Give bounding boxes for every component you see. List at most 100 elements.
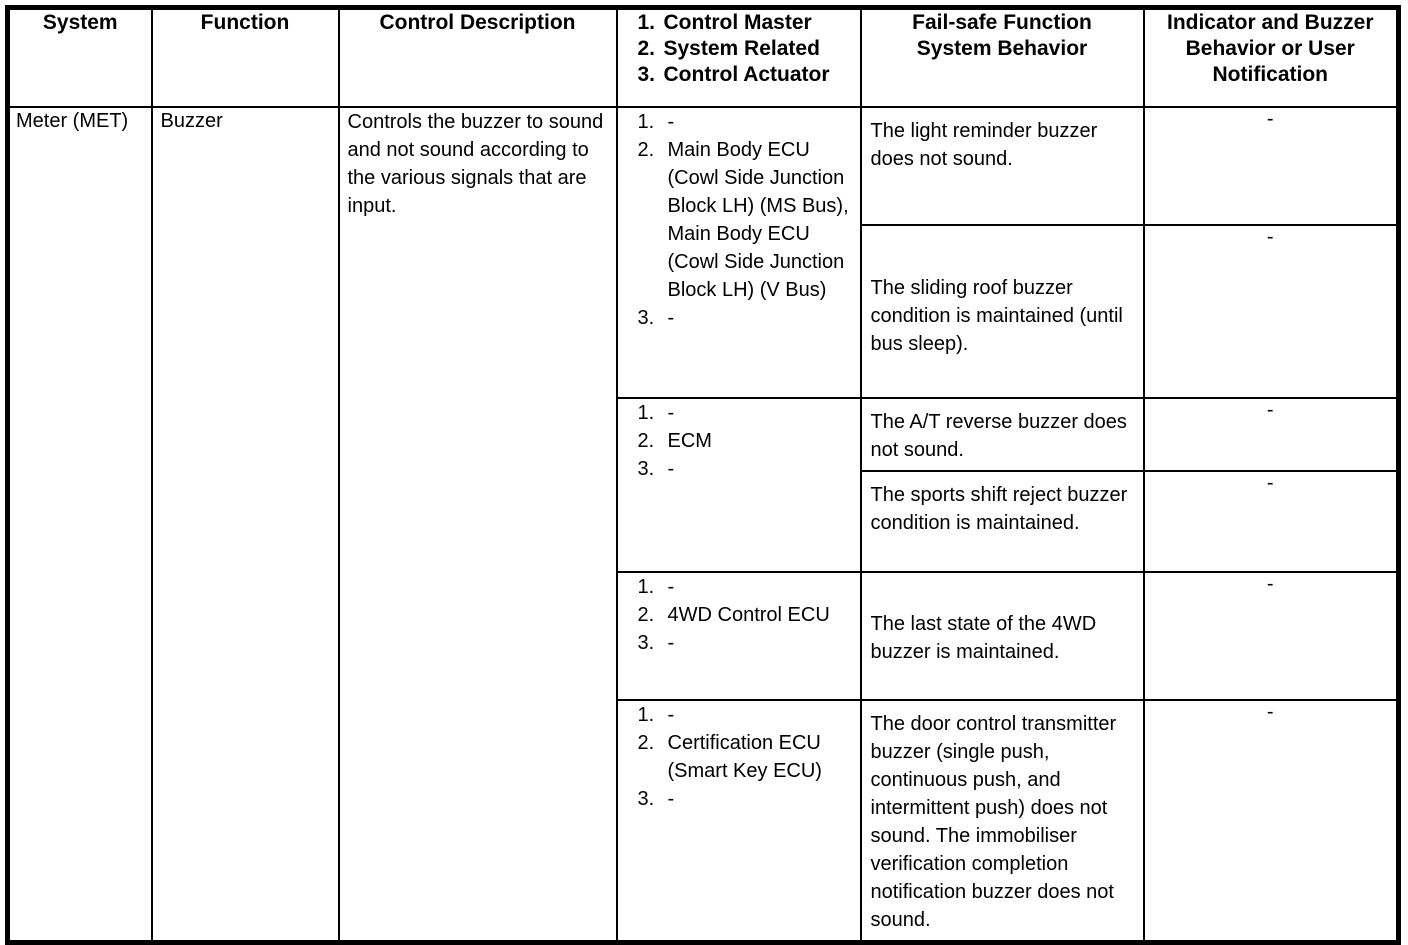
control-master-item: 3. - (638, 304, 854, 332)
cell-indicator-notification: - (1142, 397, 1400, 472)
control-master-header-item: 2. System Related (638, 36, 860, 62)
list-number: 3. (637, 458, 655, 480)
list-text: Control Master (663, 11, 812, 34)
list-text: - (667, 307, 675, 329)
list-number: 3. (637, 632, 655, 654)
cell-control-master-group-1: 1. - 2. Main Body ECU (Cowl Side Junctio… (615, 106, 862, 399)
indicator-header-line-1: Indicator and Buzzer (1166, 11, 1374, 34)
list-text: - (667, 704, 675, 726)
control-master-list: 1. - 2. ECM 3. - (618, 399, 860, 483)
failsafe-function-table: System Function Control Description 1. C… (5, 5, 1401, 945)
control-master-item: 1. - (638, 701, 854, 729)
control-master-header-list: 1. Control Master 2. System Related 3. C… (638, 10, 860, 88)
control-master-item: 2. ECM (638, 427, 854, 455)
failsafe-behavior-value: The light reminder buzzer does not sound… (870, 120, 1098, 170)
control-master-header-item: 3. Control Actuator (638, 62, 860, 88)
list-number: 3. (637, 307, 655, 329)
list-number: 1. (637, 402, 655, 424)
cell-control-master-group-4: 1. - 2. Certification ECU (Smart Key ECU… (615, 699, 862, 944)
control-master-item: 1. - (638, 399, 854, 427)
list-number: 1. (637, 576, 655, 598)
list-number: 1. (637, 11, 656, 34)
failsafe-behavior-wrap: The last state of the 4WD buzzer is main… (862, 573, 1143, 699)
table-header: System Function Control Description 1. C… (6, 6, 1400, 108)
table-row: Meter (MET) Buzzer Controls the buzzer t… (6, 106, 1400, 944)
list-text: - (667, 458, 675, 480)
table-row: 1. - 2. ECM 3. - The A/T r (8, 397, 1400, 573)
table-row: 1. - 2. Certification ECU (Smart Key ECU… (8, 699, 1400, 944)
table-row: 1. - 2. 4WD Control ECU 3. - (8, 571, 1400, 701)
cell-indicator-notification: - (1142, 699, 1400, 944)
column-header-function-label: Function (200, 11, 290, 34)
column-header-control-description: Control Description (337, 6, 618, 108)
list-number: 3. (637, 788, 655, 810)
cell-indicator-notification: - (1142, 224, 1400, 399)
failsafe-header-line-1: Fail-safe Function (912, 11, 1092, 34)
list-text: - (667, 576, 675, 598)
cell-failsafe-behavior: The sports shift reject buzzer condition… (859, 470, 1145, 573)
column-header-control-description-label: Control Description (379, 11, 576, 34)
list-number: 2. (637, 604, 655, 626)
control-master-list: 1. - 2. Certification ECU (Smart Key ECU… (618, 701, 860, 813)
cell-indicator-notification: - (1142, 571, 1400, 701)
indicator-header-line-2: Behavior or User (1185, 37, 1355, 60)
failsafe-behavior-value: The last state of the 4WD buzzer is main… (870, 612, 1097, 663)
list-number: 2. (637, 732, 655, 754)
header-row: System Function Control Description 1. C… (6, 6, 1400, 108)
cell-indicator-notification: - (1142, 106, 1400, 226)
list-number: 2. (637, 430, 655, 452)
list-text: - (667, 632, 675, 654)
control-master-item: 3. - (638, 785, 854, 813)
table-body: Meter (MET) Buzzer Controls the buzzer t… (6, 106, 1400, 944)
indicator-notification-value: - (1266, 108, 1274, 130)
indicator-notification-value: - (1266, 399, 1274, 421)
cell-indicator-notification: - (1142, 470, 1400, 573)
indicator-notification-value: - (1266, 573, 1274, 595)
column-header-system-label: System (42, 11, 118, 34)
column-header-control-master: 1. Control Master 2. System Related 3. C… (615, 6, 862, 108)
failsafe-behavior-value: The sliding roof buzzer condition is mai… (870, 277, 1123, 355)
cell-control-master-group-3: 1. - 2. 4WD Control ECU 3. - (615, 571, 862, 701)
cell-failsafe-behavior: The A/T reverse buzzer does not sound. (859, 397, 1145, 472)
list-text: Certification ECU (Smart Key ECU) (667, 732, 822, 782)
indicator-notification-value: - (1266, 701, 1274, 723)
system-value: Meter (MET) (16, 110, 129, 132)
control-master-item: 1. - (638, 108, 854, 136)
column-header-indicator-buzzer: Indicator and Buzzer Behavior or User No… (1142, 6, 1400, 108)
table-row: The sports shift reject buzzer condition… (8, 470, 1400, 573)
list-number: 1. (637, 111, 655, 133)
column-header-function: Function (150, 6, 340, 108)
cell-control-description: Controls the buzzer to sound and not sou… (337, 106, 618, 944)
list-number: 2. (637, 139, 655, 161)
list-number: 2. (637, 37, 656, 60)
control-master-header-item: 1. Control Master (638, 10, 860, 36)
failsafe-header-line-2: System Behavior (916, 37, 1088, 60)
list-number: 3. (637, 63, 656, 86)
function-value: Buzzer (160, 110, 223, 132)
control-master-list: 1. - 2. 4WD Control ECU 3. - (618, 573, 860, 657)
indicator-notification-value: - (1266, 226, 1274, 248)
failsafe-behavior-value: The door control transmitter buzzer (sin… (870, 713, 1117, 931)
control-master-item: 2. Main Body ECU (Cowl Side Junction Blo… (638, 136, 854, 304)
list-text: Control Actuator (663, 63, 830, 86)
indicator-notification-value: - (1266, 472, 1274, 494)
list-text: Main Body ECU (Cowl Side Junction Block … (667, 139, 849, 301)
column-header-system: System (6, 6, 153, 108)
list-text: ECM (667, 430, 712, 452)
cell-failsafe-behavior: The door control transmitter buzzer (sin… (859, 699, 1145, 944)
cell-failsafe-behavior: The sliding roof buzzer condition is mai… (859, 224, 1145, 399)
column-header-failsafe-function: Fail-safe Function System Behavior (859, 6, 1145, 108)
failsafe-behavior-value: The A/T reverse buzzer does not sound. (870, 411, 1127, 461)
control-master-item: 2. Certification ECU (Smart Key ECU) (638, 729, 854, 785)
list-text: System Related (663, 37, 820, 60)
indicator-header-line-3: Notification (1212, 63, 1329, 86)
control-master-item: 2. 4WD Control ECU (638, 601, 854, 629)
list-text: 4WD Control ECU (667, 604, 830, 626)
control-master-list: 1. - 2. Main Body ECU (Cowl Side Junctio… (618, 108, 860, 332)
control-master-item: 3. - (638, 455, 854, 483)
list-text: - (667, 111, 675, 133)
list-number: 1. (637, 704, 655, 726)
list-text: - (667, 788, 675, 810)
failsafe-behavior-value: The sports shift reject buzzer condition… (870, 484, 1128, 534)
